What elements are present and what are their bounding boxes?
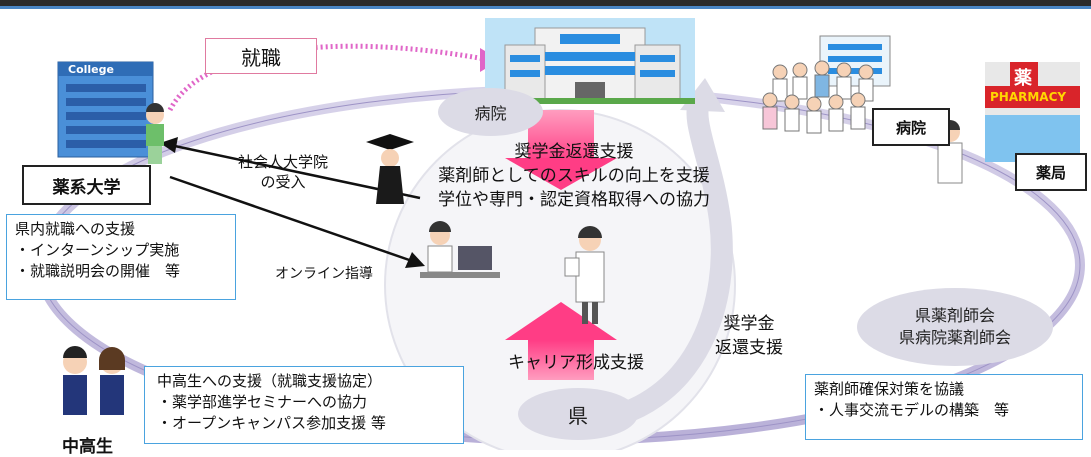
hospital-node: 病院 — [438, 88, 543, 136]
association-line1: 県薬剤師会 — [914, 306, 995, 325]
pharmacy-box-label: 薬局 — [1015, 153, 1087, 191]
students-support-item1: ・薬学部進学セミナーへの協力 — [157, 393, 368, 411]
students-support-title: 中高生への支援（就職支援協定） — [157, 372, 383, 390]
students-support-item2: ・オープンキャンパス参加支援 等 — [157, 414, 386, 432]
pharmacy-building — [985, 62, 1080, 162]
employment-support-item2: ・就職説明会の開催 等 — [15, 262, 181, 280]
scholarship-line1: 奨学金 — [723, 314, 775, 334]
adult-grad-label: 社会人大学院 の受入 — [238, 152, 328, 192]
university-label: 薬系大学 — [22, 165, 151, 205]
pink-arrow-up — [505, 302, 617, 380]
pharmacist-figure — [564, 226, 605, 324]
scholarship-label: 奨学金 返還支援 — [715, 312, 783, 360]
hospital-support-line1: 奨学金返還支援 — [514, 142, 634, 162]
career-support-label: キャリア形成支援 — [508, 353, 644, 373]
association-item1: ・人事交流モデルの構築 等 — [814, 401, 1010, 419]
school-students-figure — [63, 346, 125, 415]
graduate-figure — [366, 134, 414, 204]
adult-grad-line1: 社会人大学院 — [238, 153, 329, 171]
adult-grad-line2: の受入 — [260, 173, 306, 191]
pharmacy-sign: PHARMACY — [990, 90, 1067, 104]
scholarship-cycle-arrow — [597, 95, 733, 431]
employment-support-title: 県内就職への支援 — [15, 220, 136, 238]
hospital-support-line2: 薬剤師としてのスキルの向上を支援 — [438, 166, 710, 186]
association-title: 薬剤師確保対策を協議 — [814, 380, 965, 398]
online-guidance-label: オンライン指導 — [275, 266, 373, 282]
right-hospital-building — [819, 35, 891, 87]
association-box: 薬剤師確保対策を協議 ・人事交流モデルの構築 等 — [805, 374, 1083, 440]
college-sign: College — [68, 63, 114, 76]
students-label: 中高生 — [62, 437, 113, 457]
hospital-support-text: 奨学金返還支援 薬剤師としてのスキルの向上を支援 学位や専門・認定資格取得への協… — [404, 140, 744, 212]
header-accent-bar — [0, 6, 1091, 9]
header-bar — [0, 0, 1091, 6]
online-teacher-figure — [420, 221, 500, 278]
pink-arrow-down — [505, 110, 617, 190]
employment-support-item1: ・インターンシップ実施 — [15, 241, 180, 259]
student-figure — [146, 103, 164, 164]
pharmacy-kanji-sign: 薬 — [1014, 68, 1032, 89]
recruit-label: 就職 — [205, 38, 317, 74]
medical-staff-group — [762, 60, 874, 134]
college-building — [57, 61, 154, 158]
employment-support-box: 県内就職への支援 ・インターンシップ実施 ・就職説明会の開催 等 — [6, 214, 236, 300]
hospital-box-label: 病院 — [872, 108, 950, 146]
students-support-box: 中高生への支援（就職支援協定） ・薬学部進学セミナーへの協力 ・オープンキャンパ… — [144, 366, 464, 444]
prefecture-node: 県 — [518, 388, 638, 440]
scholarship-line2: 返還支援 — [715, 338, 783, 358]
hospital-support-line3: 学位や専門・認定資格取得への協力 — [438, 190, 710, 210]
hospital-building — [485, 18, 695, 104]
association-line2: 県病院薬剤師会 — [898, 328, 1011, 347]
association-node: 県薬剤師会 県病院薬剤師会 — [857, 288, 1053, 366]
